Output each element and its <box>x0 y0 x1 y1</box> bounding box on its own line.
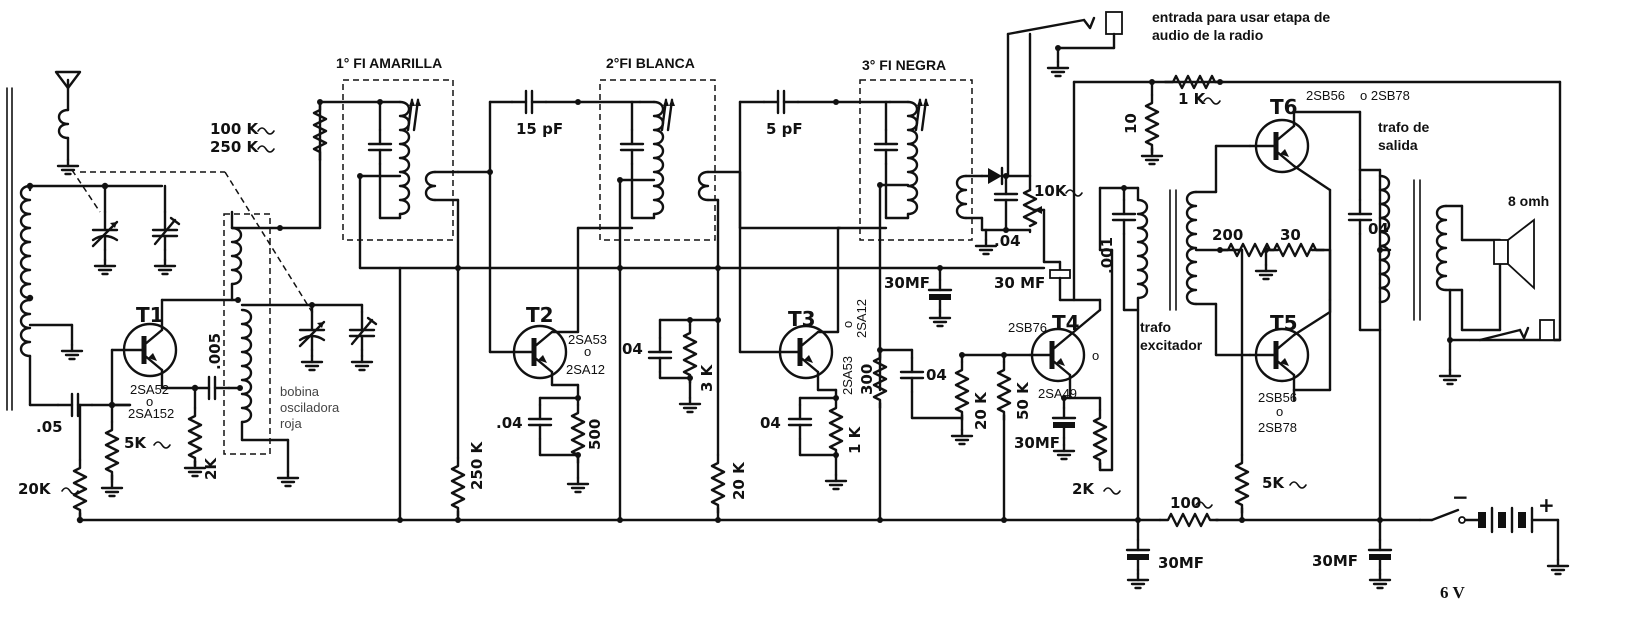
oscillator-coil <box>223 171 378 488</box>
t3-part-or: o <box>840 321 855 328</box>
t4-part-b: 2SA49 <box>1038 386 1077 401</box>
c-04-t3-label: 04 <box>760 414 781 432</box>
r-250k-top-label: 250 K <box>210 138 260 156</box>
c-04-det-label: .04 <box>994 232 1021 250</box>
t5-label: T5 <box>1270 311 1298 335</box>
t1-stage <box>72 298 242 524</box>
t2-part-or: o <box>584 344 591 359</box>
c-30mf-b-label: 30 MF <box>994 274 1045 292</box>
r-2k-t4-label: 2K <box>1072 480 1095 498</box>
r-5k-out-label: 5K <box>1262 474 1285 492</box>
t3-label: T3 <box>788 307 816 331</box>
r-5k-t1-label: 5K <box>124 434 147 452</box>
r-20k-left-label: 20K <box>18 480 52 498</box>
r-20k-mid-label: 20 K <box>730 461 748 500</box>
r-300-label: 300 <box>858 364 876 395</box>
trafo-excitador-label-line1: trafo <box>1140 319 1171 335</box>
t5-part-or: o <box>1276 404 1283 419</box>
t1-part-or: o <box>146 394 153 409</box>
t4-part-or: o <box>1092 348 1099 363</box>
c-04-mid-label: 04 <box>926 366 947 384</box>
r-500-label: 500 <box>586 419 604 450</box>
trafo-salida-label-line2: salida <box>1378 137 1418 153</box>
c-30mf-a-label: 30MF <box>884 274 930 292</box>
t3-part-b: 2SA12 <box>854 299 869 338</box>
if1-label: 1° FI AMARILLA <box>336 55 442 71</box>
output-stage <box>1248 80 1562 522</box>
battery-minus-label: − <box>1452 485 1469 509</box>
t3-part-a: 2SA53 <box>840 356 855 395</box>
t2-part-b: 2SA12 <box>566 362 605 377</box>
t4-stage <box>872 248 1114 522</box>
power-rail <box>78 266 1570 590</box>
c-30mf-d-label: 30MF <box>1312 552 1358 570</box>
c-04-out-label: 04 <box>1368 220 1389 238</box>
t2-label: T2 <box>526 303 554 327</box>
antenna-section <box>6 70 225 418</box>
r-200-label: 200 <box>1212 226 1243 244</box>
t6-label: T6 <box>1270 95 1298 119</box>
bobina-label-line3: roja <box>280 416 302 431</box>
r-100-label: 100 <box>1170 494 1201 512</box>
bobina-label-line1: bobina <box>280 384 320 399</box>
r-3k-label: 3 K <box>698 363 716 392</box>
c-15pf-label: 15 pF <box>516 120 563 138</box>
c-005-label: .005 <box>206 333 224 370</box>
r-1k-top-label: 1 K <box>1178 90 1207 108</box>
driver-transformer <box>1072 74 1562 522</box>
if3-label: 3° FI NEGRA <box>862 57 946 73</box>
c-04-t2-label: .04 <box>496 414 523 432</box>
speaker-label: 8 omh <box>1508 193 1549 209</box>
c-05-label: .05 <box>36 418 63 436</box>
if1-transformer <box>312 79 460 270</box>
battery-plus-label: + <box>1538 493 1555 517</box>
if2-label: 2°FI BLANCA <box>606 55 695 71</box>
t4-part-a: 2SB76 <box>1008 320 1047 335</box>
t5-part-a: 2SB56 <box>1258 390 1297 405</box>
r-20k-t4-label: 20 K <box>972 391 990 430</box>
c-30mf-c-label: 30MF <box>1158 554 1204 572</box>
t1-part-a: 2SA52 <box>130 382 169 397</box>
volume-pot <box>1006 11 1123 302</box>
t5-part-b: 2SB78 <box>1258 420 1297 435</box>
r-10-label: 10 <box>1122 113 1140 134</box>
c-001-label: .001 <box>1098 237 1116 274</box>
if2-bias-network <box>647 317 726 522</box>
t1-part-b: 2SA152 <box>128 406 174 421</box>
r-2k-t1-label: 2K <box>202 457 220 480</box>
r-50k-label: 50 K <box>1014 381 1032 420</box>
t2-part-a: 2SA53 <box>568 332 607 347</box>
pot-10k-label: 10K <box>1034 182 1068 200</box>
battery-voltage-label: 6 V <box>1440 583 1465 602</box>
c-30mf-t4-label: 30MF <box>1014 434 1060 452</box>
ohm-marks <box>61 97 1307 509</box>
t6-part-a: 2SB56 <box>1306 88 1345 103</box>
r-100k-label: 100 K <box>210 120 260 138</box>
bobina-label-line2: osciladora <box>280 400 340 415</box>
r-30-label: 30 <box>1280 226 1301 244</box>
if2-transformer <box>576 79 842 522</box>
c-04-if2-label: 04 <box>622 340 643 358</box>
trafo-salida-label-line1: trafo de <box>1378 119 1430 135</box>
entrada-label-line1: entrada para usar etapa de <box>1152 9 1330 25</box>
r-1k-t3-label: 1 K <box>846 425 864 454</box>
trafo-excitador-label-line2: excitador <box>1140 337 1203 353</box>
t1-label: T1 <box>136 303 164 327</box>
t6-part-or: o 2SB78 <box>1360 88 1410 103</box>
entrada-label-line2: audio de la radio <box>1152 27 1263 43</box>
r-250k-label: 250 K <box>468 440 486 490</box>
c-5pf-label: 5 pF <box>766 120 803 138</box>
t2-stage <box>450 89 590 522</box>
t3-stage <box>738 89 848 491</box>
t4-label: T4 <box>1052 311 1080 335</box>
